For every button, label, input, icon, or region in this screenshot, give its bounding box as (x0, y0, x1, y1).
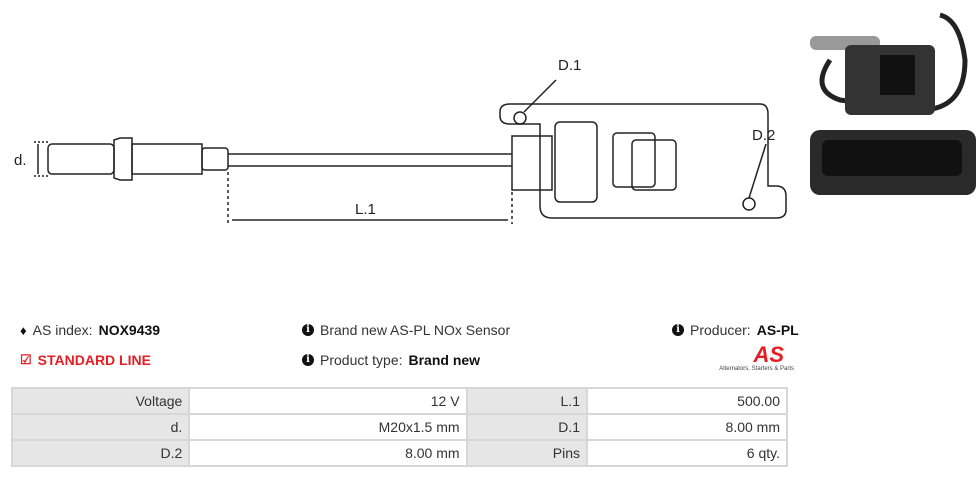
producer-value: AS-PL (756, 322, 799, 338)
tags-icon: ♦ (20, 322, 27, 338)
producer: i Producer: AS-PL (672, 322, 799, 338)
info-icon: i (302, 324, 314, 336)
as-index: ♦ AS index: NOX9439 (20, 322, 160, 338)
standard-line-badge: ☑ STANDARD LINE (20, 352, 151, 368)
spec-label: Voltage (10, 387, 191, 415)
spec-value: M20x1.5 mm (188, 413, 468, 441)
product-type: i Product type: Brand new (302, 352, 480, 368)
cable-boot (511, 135, 553, 191)
logo-text: AS (753, 342, 784, 367)
as-index-value: NOX9439 (98, 322, 161, 338)
as-index-label: AS index: (32, 322, 93, 338)
control-unit (499, 103, 787, 219)
as-pl-logo: AS Alternators, Starters & Parts (714, 342, 794, 373)
product-type-value: Brand new (408, 352, 481, 368)
mount-hole-d1 (513, 111, 527, 125)
sensor-tip (47, 143, 115, 175)
spec-label: Pins (465, 439, 588, 467)
sensor-body (131, 143, 203, 175)
product-photo (800, 0, 976, 195)
spec-value: 8.00 mm (585, 413, 789, 441)
spec-value: 8.00 mm (188, 439, 468, 467)
spec-label: D.2 (10, 439, 191, 467)
spec-label: L.1 (465, 387, 588, 415)
label-d: d. (14, 152, 27, 169)
label-d2: D.2 (752, 127, 775, 144)
description: i Brand new AS-PL NOx Sensor (302, 322, 510, 338)
info-icon: i (672, 324, 684, 336)
standard-line-label: STANDARD LINE (37, 352, 151, 368)
info-icon: i (302, 354, 314, 366)
sensor-diagram: d. L.1 D.1 D.2 (14, 57, 787, 224)
producer-label: Producer: (690, 322, 751, 338)
spec-value: 12 V (188, 387, 468, 415)
spec-value: 6 qty. (585, 439, 789, 467)
description-text: Brand new AS-PL NOx Sensor (320, 322, 511, 338)
mount-hole-d2 (742, 197, 756, 211)
spec-label: D.1 (465, 413, 588, 441)
checkbox-icon: ☑ (20, 352, 32, 367)
spec-value: 500.00 (585, 387, 789, 415)
spec-label: d. (10, 413, 191, 441)
product-type-label: Product type: (320, 352, 403, 368)
logo-tagline: Alternators, Starters & Parts (719, 366, 794, 372)
label-l1: L.1 (355, 201, 376, 218)
label-d1: D.1 (558, 57, 581, 74)
hex-nut (113, 137, 133, 181)
